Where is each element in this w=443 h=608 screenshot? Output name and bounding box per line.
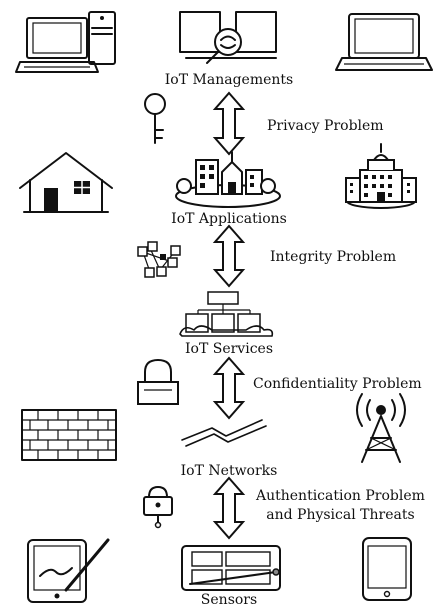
- server-management-icon: [179, 11, 277, 64]
- wireless-link-icon: [181, 419, 267, 447]
- problem-label-confidentiality: Confidentiality Problem: [253, 376, 422, 392]
- layer-label-management: IoT Managements: [164, 72, 294, 88]
- double-arrow-management-applications: [212, 91, 246, 156]
- smartphone-icon: [362, 537, 412, 601]
- office-building-icon: [345, 143, 417, 209]
- firewall-icon: [21, 409, 117, 461]
- problem-label-authentication-line1: Authentication Problem: [256, 488, 425, 504]
- house-icon: [19, 152, 113, 213]
- problem-label-privacy: Privacy Problem: [267, 118, 384, 134]
- double-arrow-networks-sensors: [212, 476, 246, 540]
- cloud-services-icon: [179, 291, 274, 337]
- network-nodes-icon: [137, 241, 181, 278]
- double-arrow-services-networks: [212, 356, 246, 420]
- padlock-icon: [137, 359, 179, 405]
- layer-label-sensors: Sensors: [200, 592, 258, 608]
- problem-label-authentication: Authentication Problem and Physical Thre…: [256, 488, 425, 523]
- tablet-stylus-icon: [27, 538, 110, 603]
- small-lock-icon: [143, 486, 173, 529]
- laptop-icon: [335, 13, 433, 71]
- problem-label-integrity: Integrity Problem: [270, 249, 397, 265]
- smart-city-icon: [175, 151, 281, 208]
- double-arrow-applications-services: [212, 224, 246, 288]
- layer-label-networks: IoT Networks: [180, 463, 278, 479]
- radio-tower-icon: [356, 393, 406, 463]
- layer-label-services: IoT Services: [184, 341, 274, 357]
- layer-label-applications: IoT Applications: [171, 211, 287, 227]
- problem-label-authentication-line2: and Physical Threats: [266, 507, 415, 523]
- sensor-board-icon: [181, 545, 281, 591]
- desktop-computer-icon: [15, 11, 116, 73]
- key-icon: [144, 93, 166, 144]
